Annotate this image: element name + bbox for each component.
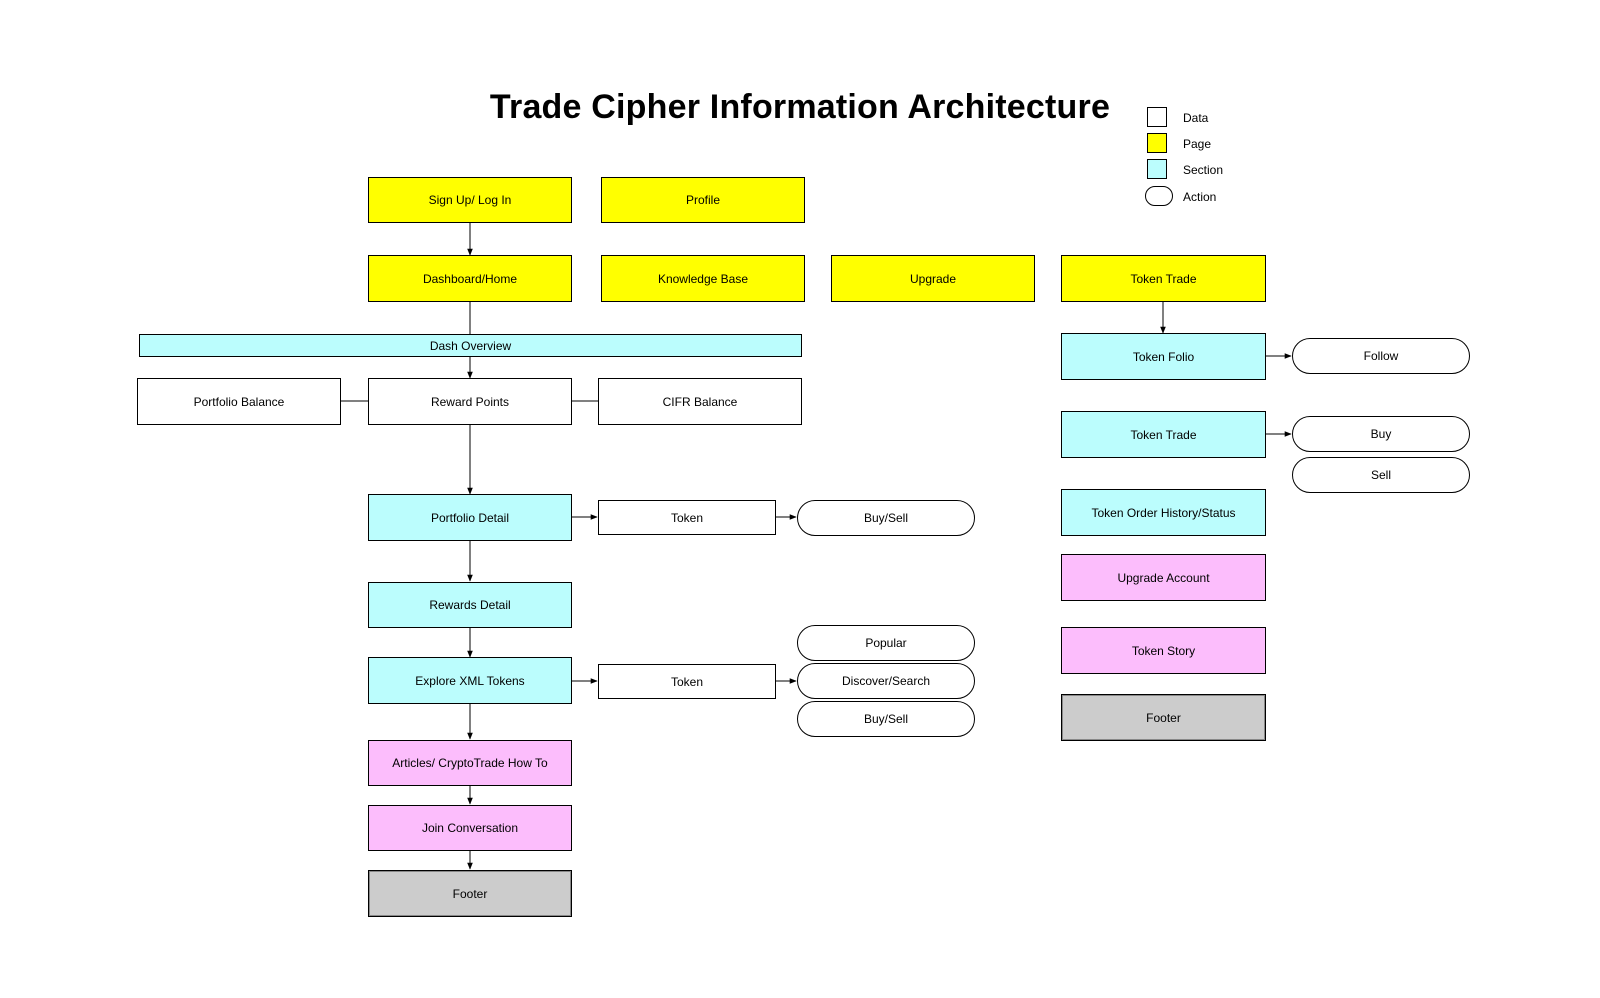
dash-overview-section-node: Dash Overview	[139, 334, 802, 357]
upgrade-page-node: Upgrade	[831, 255, 1035, 302]
cifr-balance-data-node: CIFR Balance	[598, 378, 802, 425]
explore-xml-tokens-section-node: Explore XML Tokens	[368, 657, 572, 704]
follow-action-node: Follow	[1292, 338, 1470, 374]
buy-action-node: Buy	[1292, 416, 1470, 452]
legend-swatch-data	[1147, 107, 1167, 127]
rewards-detail-section-node: Rewards Detail	[368, 582, 572, 628]
signup-page-node: Sign Up/ Log In	[368, 177, 572, 223]
join-conversation-node: Join Conversation	[368, 805, 572, 851]
portfolio-detail-section-node: Portfolio Detail	[368, 494, 572, 541]
reward-points-data-node: Reward Points	[368, 378, 572, 425]
legend-swatch-page	[1147, 133, 1167, 153]
portfolio-balance-data-node: Portfolio Balance	[137, 378, 341, 425]
legend-swatch-action	[1145, 186, 1173, 206]
discover-search-action-node: Discover/Search	[797, 663, 975, 699]
buy-sell-action-node-1: Buy/Sell	[797, 500, 975, 536]
legend-label-page: Page	[1183, 137, 1212, 151]
footer-left-node: Footer	[368, 870, 572, 917]
popular-action-node: Popular	[797, 625, 975, 661]
page-title: Trade Cipher Information Architecture	[489, 88, 1111, 126]
legend-swatch-section	[1147, 159, 1167, 179]
token-data-node-1: Token	[598, 500, 776, 535]
articles-node: Articles/ CryptoTrade How To	[368, 740, 572, 786]
sell-action-node: Sell	[1292, 457, 1470, 493]
token-trade-section-node: Token Trade	[1061, 411, 1266, 458]
profile-page-node: Profile	[601, 177, 805, 223]
token-data-node-2: Token	[598, 664, 776, 699]
footer-right-node: Footer	[1061, 694, 1266, 741]
token-folio-section-node: Token Folio	[1061, 333, 1266, 380]
legend-label-action: Action	[1183, 190, 1217, 204]
legend-label-section: Section	[1183, 163, 1224, 177]
token-trade-page-node: Token Trade	[1061, 255, 1266, 302]
token-order-history-section-node: Token Order History/Status	[1061, 489, 1266, 536]
dashboard-page-node: Dashboard/Home	[368, 255, 572, 302]
knowledge-base-page-node: Knowledge Base	[601, 255, 805, 302]
legend-label-data: Data	[1183, 111, 1209, 125]
upgrade-account-node: Upgrade Account	[1061, 554, 1266, 601]
buy-sell-action-node-2: Buy/Sell	[797, 701, 975, 737]
token-story-node: Token Story	[1061, 627, 1266, 674]
